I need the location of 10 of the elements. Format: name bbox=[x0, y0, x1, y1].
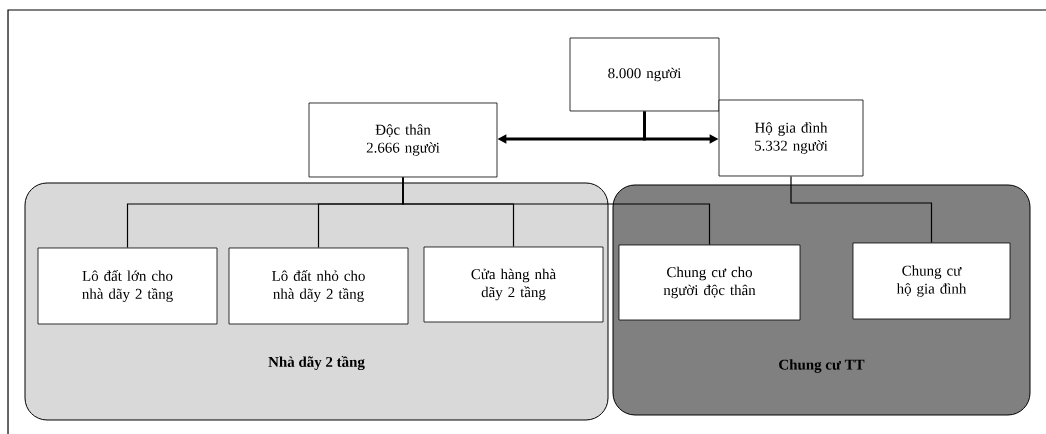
text-box: Lô đất nhỏ cho nhà dãy 2 tầng bbox=[228, 247, 409, 325]
connector bbox=[790, 175, 933, 244]
text-box: Cửa hàng nhà dãy 2 tầng bbox=[423, 246, 604, 323]
text-box: 8.000 người bbox=[569, 37, 720, 112]
text-box: Lô đất lớn cho nhà dãy 2 tầng bbox=[37, 247, 218, 325]
connector bbox=[402, 176, 711, 246]
text-box: Chung cư hộ gia đình bbox=[852, 242, 1011, 320]
text-box: Độc thân 2.666 người bbox=[308, 102, 498, 178]
text-box: Hộ gia đình 5.332 người bbox=[718, 99, 864, 177]
text-box: Chung cư cho người độc thân bbox=[618, 244, 801, 321]
